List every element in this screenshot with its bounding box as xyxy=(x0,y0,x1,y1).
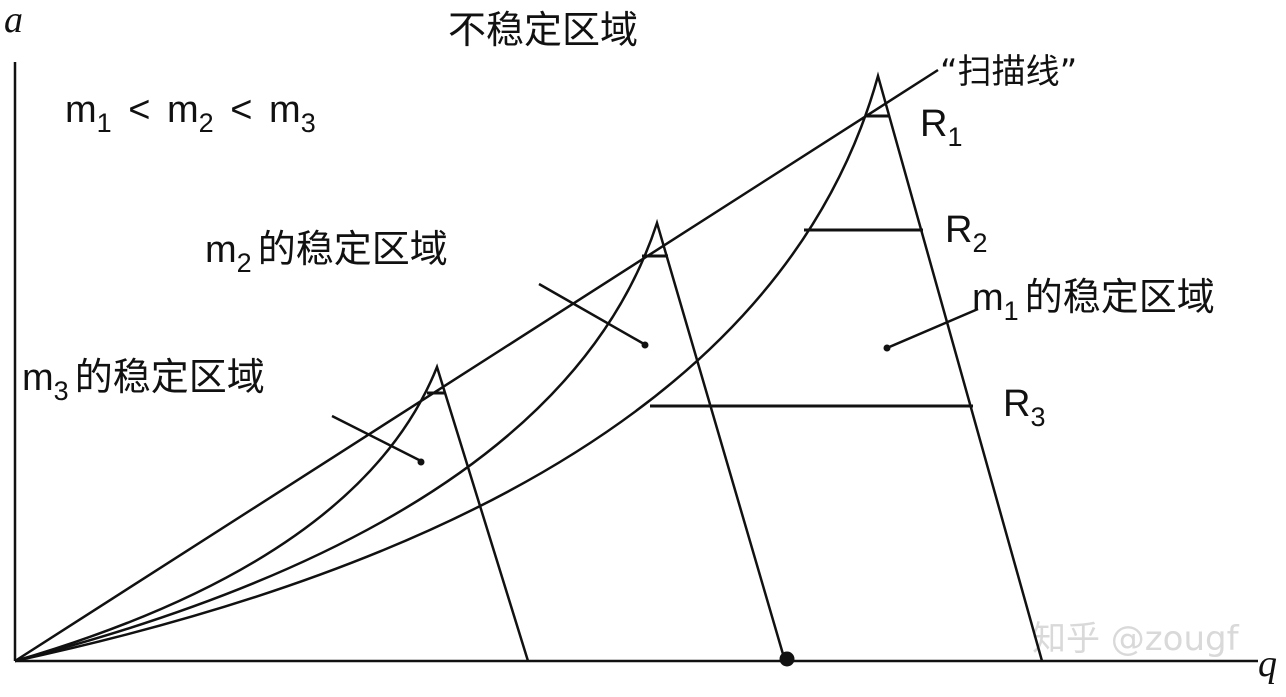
ineq-m3: m xyxy=(269,89,301,131)
ineq-m2: m xyxy=(167,89,199,131)
ineq-op1: < xyxy=(128,89,150,131)
r3-label: R3 xyxy=(1003,383,1045,432)
m3-pointer-dot xyxy=(417,458,425,466)
y-axis-label: a xyxy=(4,0,23,41)
r1-letter: R xyxy=(920,103,947,145)
m2-region-boundary xyxy=(14,218,787,663)
m2-pointer-line xyxy=(538,282,645,346)
m1-region-m: m xyxy=(972,277,1004,319)
m1-pointer-line xyxy=(886,307,979,350)
mass-inequality: m1 < m2 < m3 xyxy=(65,89,316,141)
ineq-m1: m xyxy=(65,89,97,131)
r3-sub: 3 xyxy=(1030,402,1045,432)
x-axis-label: q xyxy=(1258,643,1277,685)
watermark-text: 知乎 @zougf xyxy=(1032,619,1240,659)
ineq-sub2: 2 xyxy=(199,108,214,138)
m2-region-m: m xyxy=(205,229,237,271)
m3-region-sub: 3 xyxy=(54,376,69,406)
r2-letter: R xyxy=(945,209,972,251)
m2-region-text: 的稳定区域 xyxy=(258,227,448,271)
m3-region-boundary xyxy=(14,363,530,663)
r3-letter: R xyxy=(1003,383,1030,425)
m1-region-sub: 1 xyxy=(1004,296,1019,326)
ineq-sub1: 1 xyxy=(97,108,112,138)
m1-pointer-dot xyxy=(883,344,891,352)
m3-region-m: m xyxy=(22,357,54,399)
ineq-op2: < xyxy=(230,89,252,131)
q-axis-marker xyxy=(779,651,795,667)
unstable-region-label: 不稳定区域 xyxy=(448,8,638,52)
r1-sub: 1 xyxy=(947,122,962,152)
m1-region-boundary xyxy=(14,71,1044,663)
scanline-label: “扫描线” xyxy=(940,52,1077,92)
scan-line xyxy=(14,68,939,663)
m2-region-sub: 2 xyxy=(237,248,252,278)
r1-label: R1 xyxy=(920,103,962,152)
ineq-sub3: 3 xyxy=(301,108,316,138)
r2-label: R2 xyxy=(945,209,987,258)
m1-region-text: 的稳定区域 xyxy=(1025,275,1215,319)
m3-pointer-line xyxy=(331,414,422,463)
m2-pointer-dot xyxy=(641,341,649,349)
m3-region-text: 的稳定区域 xyxy=(75,355,265,399)
r2-sub: 2 xyxy=(972,228,987,258)
